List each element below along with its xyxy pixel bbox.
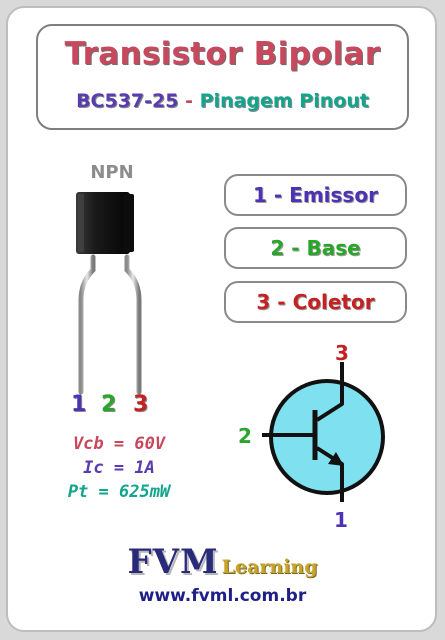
- symbol-label-collector: 3: [335, 342, 349, 365]
- specifications: Vcb = 60V Ic = 1A Pt = 625mW: [30, 432, 208, 504]
- pin-number-2: 2: [101, 392, 117, 417]
- pin-leg-3: [124, 254, 142, 395]
- brand-suffix: Learning: [221, 556, 318, 578]
- spec-vcb: Vcb = 60V: [72, 434, 166, 454]
- transistor-body-highlight: [78, 194, 84, 252]
- pin-number-3: 3: [133, 392, 149, 417]
- brand-name: FVM: [127, 542, 219, 582]
- pin-leg-1: [78, 254, 96, 395]
- npn-label: NPN: [90, 162, 134, 183]
- page-title: Transistor Bipolar: [64, 36, 381, 72]
- npn-transistor-symbol: 3 2 1: [238, 342, 385, 532]
- spec-pt: Pt = 625mW: [67, 482, 171, 502]
- pin-label-base: 2 - Base: [224, 227, 407, 269]
- pin-number-1: 1: [71, 392, 87, 417]
- title-box: Transistor Bipolar BC537-25 - Pinagem Pi…: [36, 24, 409, 130]
- transistor-body: [76, 192, 130, 254]
- emitter-arrow: [328, 452, 344, 466]
- to92-package-illustration: [76, 192, 142, 395]
- model-number: BC537-25: [76, 90, 179, 112]
- subtitle-separator: -: [185, 90, 193, 112]
- collector-lead: [315, 362, 344, 422]
- pin-label-emitter: 1 - Emissor: [224, 174, 407, 216]
- website-url: www.fvml.com.br: [138, 586, 307, 606]
- transistor-body-side: [124, 194, 134, 252]
- subtitle-text: Pinagem Pinout: [199, 90, 369, 112]
- pin-label-collector: 3 - Coletor: [224, 281, 407, 323]
- page-subtitle: BC537-25 - Pinagem Pinout: [38, 90, 407, 112]
- symbol-label-emitter: 1: [334, 508, 348, 532]
- spec-ic: Ic = 1A: [83, 458, 155, 478]
- symbol-label-base: 2: [238, 424, 252, 448]
